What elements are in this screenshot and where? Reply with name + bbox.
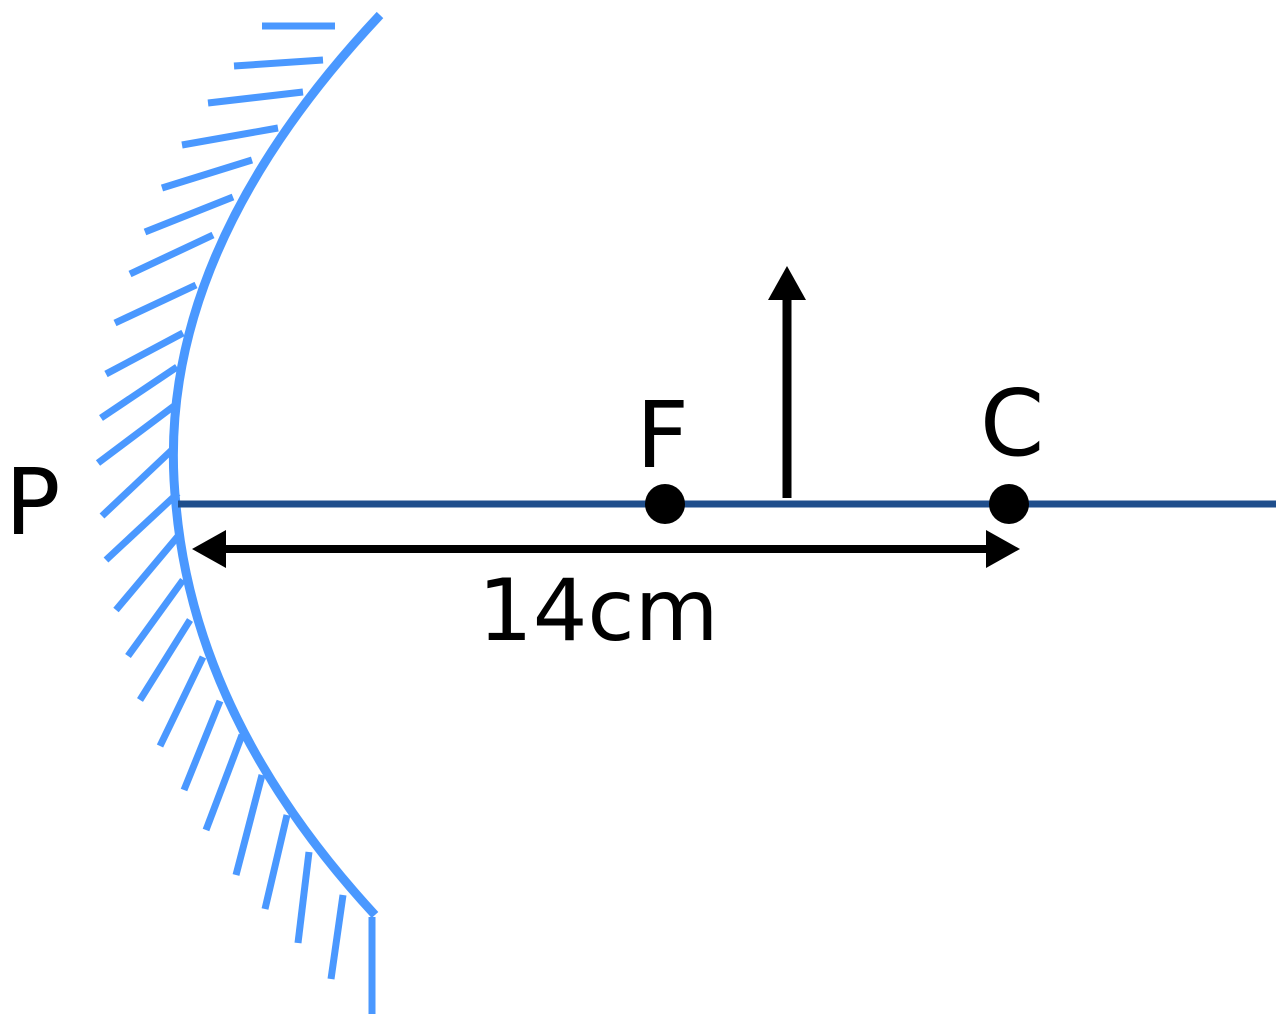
- mirror-hatch-line: [180, 699, 224, 792]
- mirror-hatch-line: [327, 894, 347, 980]
- mirror-hatch-line: [233, 56, 324, 70]
- mirror-hatch-line: [156, 655, 207, 748]
- mirror-hatch-line: [143, 193, 235, 236]
- mirror-hatch-line: [232, 774, 266, 876]
- mirror-hatch-line: [125, 577, 186, 659]
- mirror-hatch-line: [294, 851, 313, 944]
- mirror-hatch-line: [99, 364, 179, 421]
- object-arrow-head: [768, 266, 806, 300]
- mirror-hatch-line: [103, 490, 181, 563]
- mirror-hatch-line: [113, 532, 182, 613]
- centre-of-curvature-point: [989, 484, 1029, 524]
- focus-label: F: [636, 382, 689, 489]
- mirror-hatching: [95, 22, 376, 1014]
- mirror-hatch-line: [160, 156, 254, 192]
- distance-arrow-right-head: [986, 530, 1020, 568]
- mirror-hatch-line: [104, 329, 185, 378]
- mirror-hatch-line: [261, 814, 291, 910]
- mirror-hatch-line: [202, 733, 246, 832]
- concave-mirror: [168, 11, 384, 919]
- centre-of-curvature-label: C: [980, 370, 1044, 477]
- focus-point: [645, 484, 685, 524]
- pole-label: P: [5, 449, 60, 556]
- mirror-hatch-line: [113, 281, 198, 327]
- mirror-hatch-line: [99, 445, 177, 519]
- mirror-hatch-line: [207, 88, 304, 107]
- mirror-hatch-line: [95, 403, 177, 466]
- mirror-hatch-line: [181, 124, 279, 149]
- distance-arrow: [192, 530, 1020, 568]
- distance-label: 14cm: [478, 561, 719, 661]
- mirror-hatch-line: [137, 618, 193, 702]
- object-arrow: [768, 266, 806, 498]
- distance-arrow-left-head: [192, 530, 226, 568]
- mirror-hatch-line: [128, 231, 215, 278]
